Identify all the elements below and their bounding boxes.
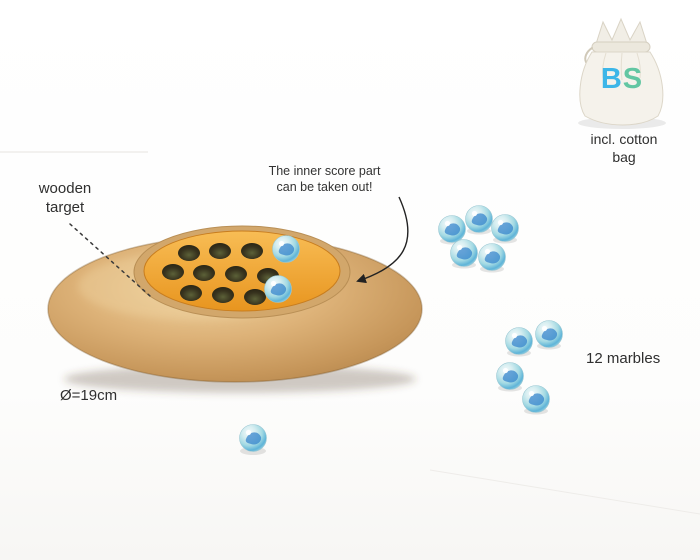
marble-cluster-right	[496, 320, 563, 415]
diameter-label: Ø=19cm	[60, 387, 118, 404]
score-hole	[209, 243, 231, 259]
marble	[239, 424, 267, 452]
marble	[465, 205, 493, 233]
marble-single	[239, 424, 267, 455]
cotton-bag-line1: incl. cotton	[590, 131, 658, 147]
marble	[450, 239, 478, 267]
marble-cluster-upper	[438, 205, 519, 273]
marble	[491, 214, 519, 242]
bag-logo: BS	[596, 58, 648, 100]
cotton-bag-line2: bag	[612, 148, 636, 165]
marble	[522, 385, 550, 413]
bag-pleat	[636, 52, 641, 79]
marble	[505, 327, 533, 355]
score-hole	[193, 265, 215, 281]
wooden-dish	[47, 225, 423, 393]
annotation-arrow	[356, 196, 409, 284]
drawstring-cinch	[591, 41, 651, 53]
bag-top-folds	[595, 17, 648, 45]
score-hole	[178, 245, 200, 261]
marble	[438, 215, 466, 243]
cotton-bag-label: incl. cotton bag	[572, 131, 676, 166]
marble	[535, 320, 563, 348]
score-insert	[143, 230, 341, 312]
marble	[478, 243, 506, 271]
marble	[272, 235, 300, 263]
bag-pleat	[602, 52, 607, 79]
score-hole	[244, 289, 266, 305]
score-hole	[162, 264, 184, 280]
insert-note-line1: The inner score part	[268, 164, 381, 178]
marble	[496, 362, 524, 390]
cotton-bag	[578, 17, 666, 129]
bag-pleat	[620, 52, 623, 81]
marble-count-label: 12 marbles	[586, 350, 661, 367]
score-hole	[225, 266, 247, 282]
wooden-target-line2: target	[45, 198, 85, 216]
insert-note-line2: can be taken out!	[276, 179, 373, 194]
bag-logo-letter-s: S	[622, 63, 644, 95]
insert-note-label: The inner score part can be taken out!	[242, 164, 407, 195]
wooden-target-line1: wooden	[38, 180, 92, 197]
backdrop-seam-right	[429, 469, 700, 515]
bag-body	[579, 51, 664, 126]
score-hole	[180, 285, 202, 301]
wooden-target-label: wooden target	[10, 180, 120, 218]
marble	[264, 275, 292, 303]
score-hole	[212, 287, 234, 303]
bag-logo-letter-b: B	[600, 63, 623, 95]
drawstring	[584, 47, 593, 63]
score-hole	[241, 243, 263, 259]
